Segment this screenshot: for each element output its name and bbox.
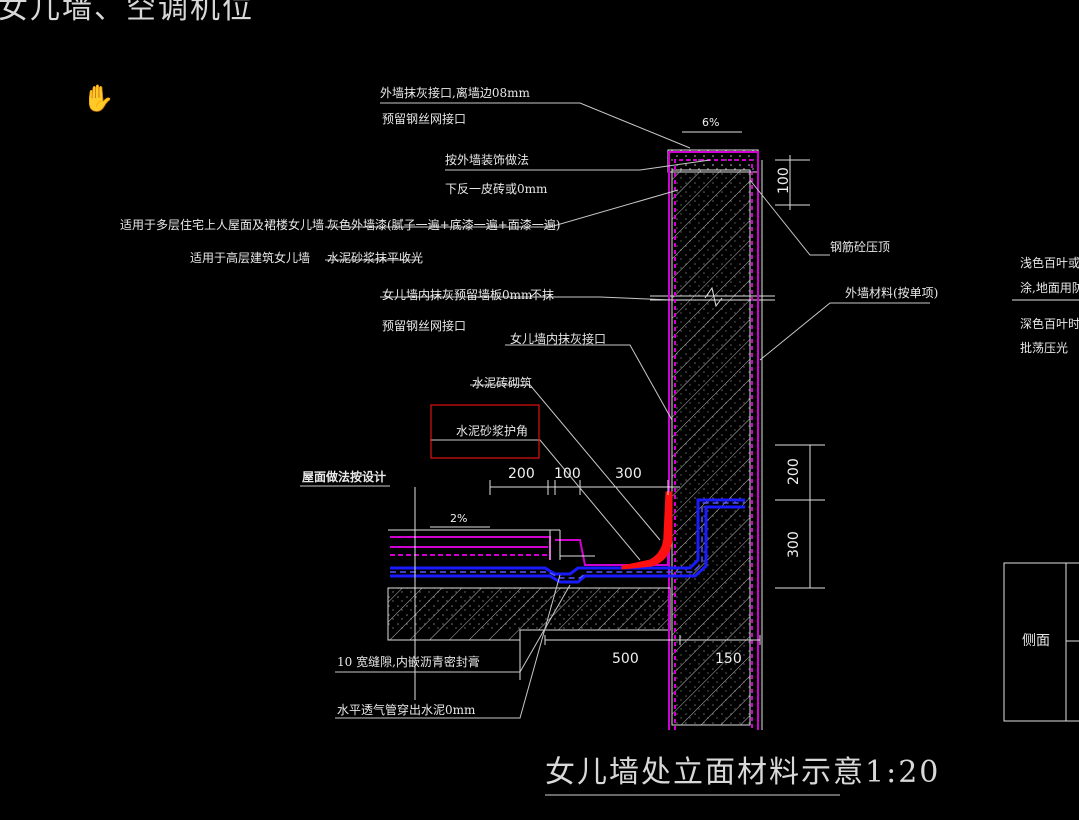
dim-300-vertical: 300 [786, 531, 802, 558]
label-multi-storey: 适用于多层住宅上人屋面及裙楼女儿墙 [120, 218, 325, 232]
label-exterior-plaster-joint: 外墙抹灰接口,离墙边08mm [380, 86, 530, 100]
mortar-fillet-red [621, 491, 673, 570]
label-brick-drop: 下反一皮砖或0mm [445, 182, 548, 196]
dim-slope-roof: 2% [450, 512, 468, 525]
dim-300-horizontal: 300 [615, 466, 642, 482]
drawing-title: 女儿墙处立面材料示意1:20 [545, 755, 941, 790]
label-right-4: 批荡压光 [1020, 341, 1069, 355]
waterproof-membrane [390, 498, 745, 584]
dim-200-horizontal: 200 [508, 466, 535, 482]
page-title: 女儿墙、空调机位 [0, 0, 254, 26]
dimension-lines [430, 131, 825, 645]
label-exterior-finish: 按外墙装饰做法 [445, 153, 530, 167]
label-roof-design: 屋面做法按设计 [302, 470, 387, 484]
label-inner-plaster-joint: 女儿墙内抹灰接口 [510, 332, 607, 346]
dim-500: 500 [612, 651, 639, 667]
label-right-3: 深色百叶时, [1020, 317, 1079, 331]
label-right-1: 浅色百叶或铝 [1020, 256, 1079, 270]
label-no-plaster: 不抹 [530, 288, 555, 302]
label-high-rise: 适用于高层建筑女儿墙 [190, 251, 311, 265]
label-exterior-material: 外墙材料(按单项) [845, 286, 939, 300]
parapet-wall [387, 149, 775, 730]
dim-150: 150 [715, 651, 742, 667]
label-grey-paint: 灰色外墙漆(腻子一遍+底漆一遍+面漆一遍) [327, 218, 561, 232]
label-right-2: 涂,地面用防水 [1020, 281, 1079, 295]
label-rc-coping: 钢筋砼压顶 [830, 240, 891, 254]
label-vent-pipe: 水平透气管穿出水泥0mm [337, 703, 476, 717]
label-wire-mesh-1: 预留钢丝网接口 [382, 112, 467, 126]
label-brick-masonry: 水泥砖砌筑 [472, 376, 533, 390]
label-inner-plaster: 女儿墙内抹灰预留墙板0mm [382, 288, 533, 302]
leader-lines [300, 102, 930, 719]
label-side-view: 侧面 [1022, 633, 1050, 649]
side-table [1003, 299, 1079, 722]
highlight-box [430, 404, 540, 459]
dim-100-vertical: 100 [776, 167, 792, 194]
dim-100-horizontal: 100 [554, 466, 581, 482]
hand-pan-icon[interactable]: ✋ [82, 84, 115, 114]
label-sealant-gap: 10 宽缝隙,内嵌沥青密封膏 [337, 655, 480, 669]
roof-layers [388, 487, 670, 700]
dim-200-vertical: 200 [786, 458, 802, 485]
label-mortar-corner: 水泥砂浆护角 [456, 424, 529, 438]
label-wire-mesh-2: 预留钢丝网接口 [382, 319, 467, 333]
label-mortar-smooth: 水泥砂浆抹平收光 [327, 251, 424, 265]
dim-slope-top: 6% [702, 116, 720, 129]
